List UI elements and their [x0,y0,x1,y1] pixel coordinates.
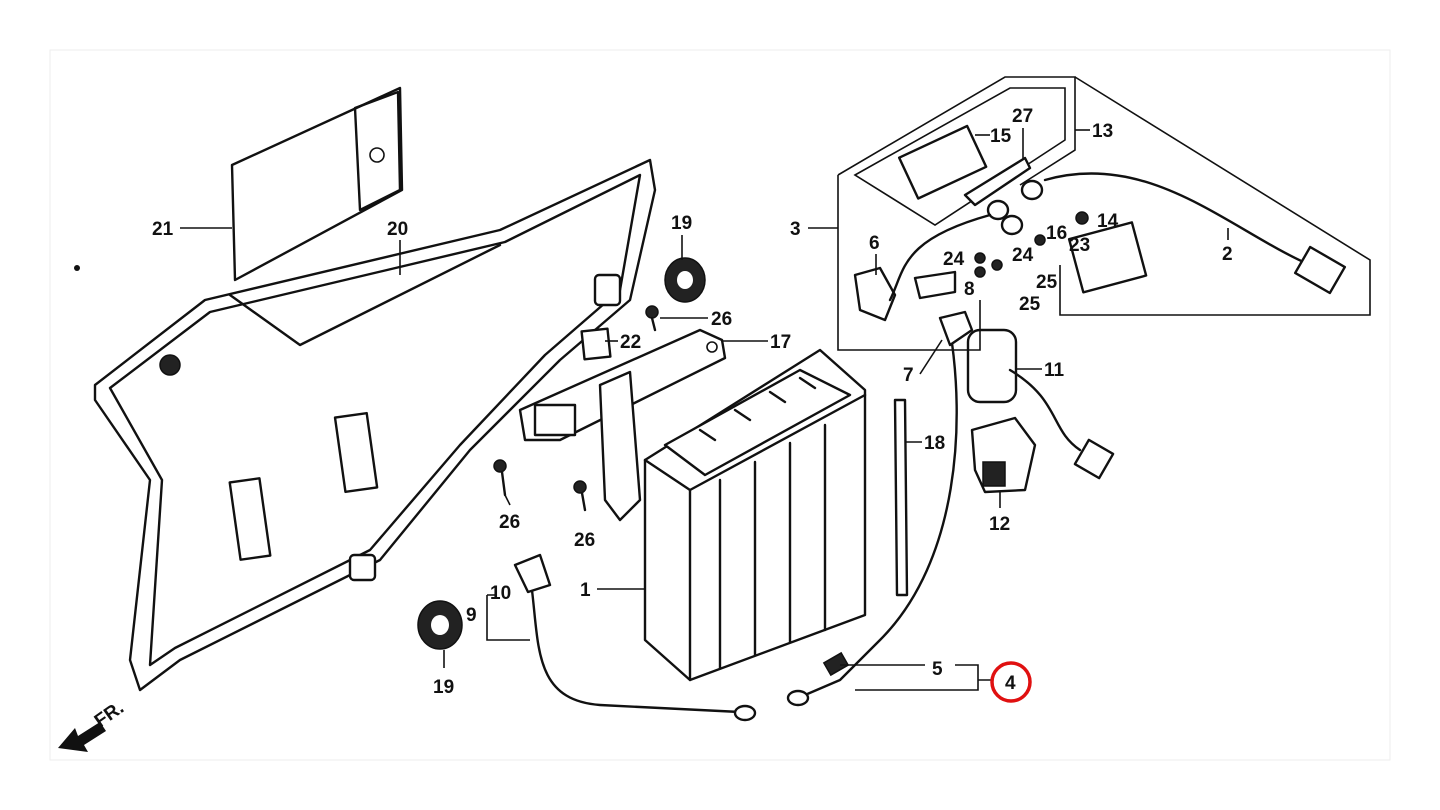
callout-24: 24 [943,249,965,270]
battery-part-1[interactable] [643,348,867,682]
negative-cable-part-10[interactable] [513,553,757,722]
diagram-frame [49,49,1391,761]
callout-1: 1 [580,580,591,601]
callout-25: 25 [1019,294,1041,315]
leader-lines [180,128,1229,691]
relay-holder-part-12[interactable] [970,416,1037,494]
callout-5: 5 [932,659,943,680]
callout-23: 23 [1069,235,1090,256]
callout-6: 6 [869,233,880,254]
callout-14: 14 [1097,211,1119,232]
front-arrow: FR. [58,697,128,752]
grommet-part-19[interactable] [664,257,706,303]
callout-10: 10 [490,583,511,604]
callout-24: 24 [1012,245,1034,266]
callout-26: 26 [711,309,732,330]
panel-part-21[interactable] [230,86,404,282]
side-cover-part-20[interactable] [74,158,657,692]
callout-20: 20 [387,219,408,240]
grommet-part-19-lower[interactable] [417,600,463,650]
callout-19: 19 [671,213,692,234]
callout-2: 2 [1222,244,1233,265]
callout-11: 11 [1044,360,1065,381]
highlight-circle-part-4 [990,661,1032,703]
callout-17: 17 [770,332,791,353]
fuse-box-assembly-part-3[interactable] [837,76,1371,351]
starter-relay-part-11[interactable] [966,328,1115,480]
callout-26: 26 [499,512,520,533]
bolt-part-26[interactable] [493,305,659,512]
callout-25: 25 [1036,272,1058,293]
callout-18: 18 [924,433,945,454]
callout-8: 8 [964,279,975,300]
callout-4: 4 [1005,673,1016,694]
callout-7: 7 [903,365,914,386]
callout-27: 27 [1012,106,1033,127]
vent-tube-part-18[interactable] [893,398,909,597]
callout-22: 22 [620,332,641,353]
callout-15: 15 [990,126,1012,147]
bracket-part-17[interactable] [518,328,727,522]
callout-13: 13 [1092,121,1113,142]
callout-26: 26 [574,530,595,551]
callout-16: 16 [1046,223,1067,244]
callout-12: 12 [989,514,1010,535]
callout-labels: 21 20 19 26 22 17 3 6 15 27 13 16 14 23 … [152,106,1233,698]
arrow-icon [58,722,106,752]
callout-9: 9 [466,605,477,626]
callout-3: 3 [790,219,801,240]
pad-part-22[interactable] [580,327,612,361]
callout-21: 21 [152,219,174,240]
callout-19: 19 [433,677,454,698]
positive-cable-part-5[interactable] [786,310,974,707]
